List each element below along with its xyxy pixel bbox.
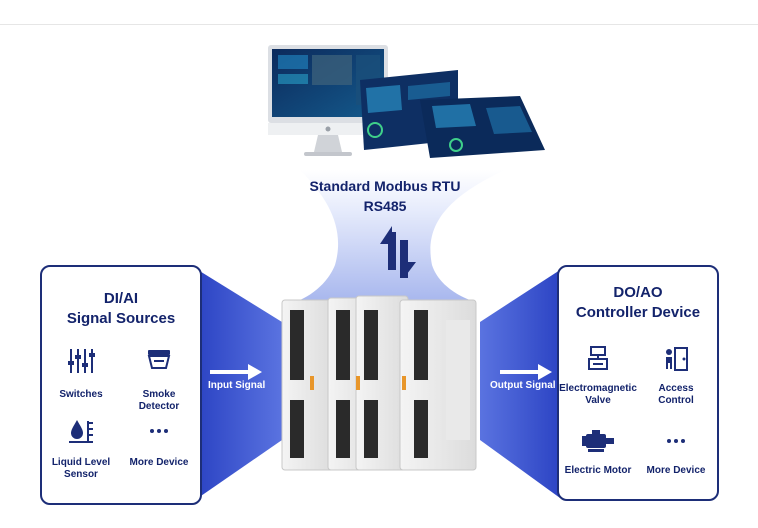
- item-label: More Device: [129, 457, 189, 468]
- item-access-control: Access Control: [631, 345, 721, 407]
- bidirectional-arrow: [380, 226, 416, 278]
- left-panel: DI/AI Signal Sources Switches Smoke Dete…: [40, 265, 202, 505]
- more-icon: [667, 439, 685, 443]
- item-label: Liquid Level Sensor: [51, 457, 111, 480]
- input-signal-arrow: [210, 364, 262, 380]
- output-beam: [480, 270, 560, 498]
- right-panel: DO/AO Controller Device Electromagnetic …: [557, 265, 719, 501]
- right-panel-title: DO/AO: [613, 284, 663, 301]
- smoke-detector-icon: [147, 350, 171, 369]
- monitor-illustration: [268, 45, 388, 156]
- electric-motor-icon: [582, 430, 614, 452]
- io-modules: [281, 295, 477, 471]
- protocol-label: Standard Modbus RTU: [309, 178, 461, 194]
- left-panel-title: DI/AI: [103, 290, 139, 307]
- signal-funnel: [300, 170, 505, 300]
- input-beam: [198, 270, 282, 498]
- right-panel-subtitle: Controller Device: [575, 304, 701, 321]
- top-divider: [0, 24, 758, 25]
- access-control-icon: [666, 347, 688, 371]
- item-electromagnetic-valve: Electromagnetic Valve: [553, 345, 643, 407]
- item-liquid-level-sensor: Liquid Level Sensor: [36, 417, 126, 481]
- item-label: Access Control: [658, 383, 694, 406]
- item-switches: Switches: [36, 347, 126, 401]
- item-label: Electromagnetic Valve: [559, 383, 637, 406]
- liquid-level-icon: [69, 420, 93, 443]
- item-smoke-detector: Smoke Detector: [114, 347, 204, 413]
- item-label: Smoke Detector: [138, 389, 180, 412]
- item-electric-motor: Electric Motor: [553, 427, 643, 477]
- protocol-sublabel: RS485: [363, 198, 407, 214]
- left-panel-subtitle: Signal Sources: [66, 310, 176, 327]
- item-more-device: More Device: [631, 427, 721, 477]
- item-label: Switches: [59, 389, 103, 400]
- valve-icon: [588, 346, 608, 370]
- input-signal-label: Input Signal: [208, 380, 266, 391]
- dashboard-screens: [360, 70, 545, 158]
- switches-icon: [68, 349, 95, 373]
- more-icon: [150, 429, 168, 433]
- item-label: Electric Motor: [564, 465, 632, 476]
- output-signal-arrow: [500, 364, 552, 380]
- output-signal-label: Output Signal: [490, 380, 556, 391]
- item-label: More Device: [646, 465, 706, 476]
- item-more-device: More Device: [114, 417, 204, 469]
